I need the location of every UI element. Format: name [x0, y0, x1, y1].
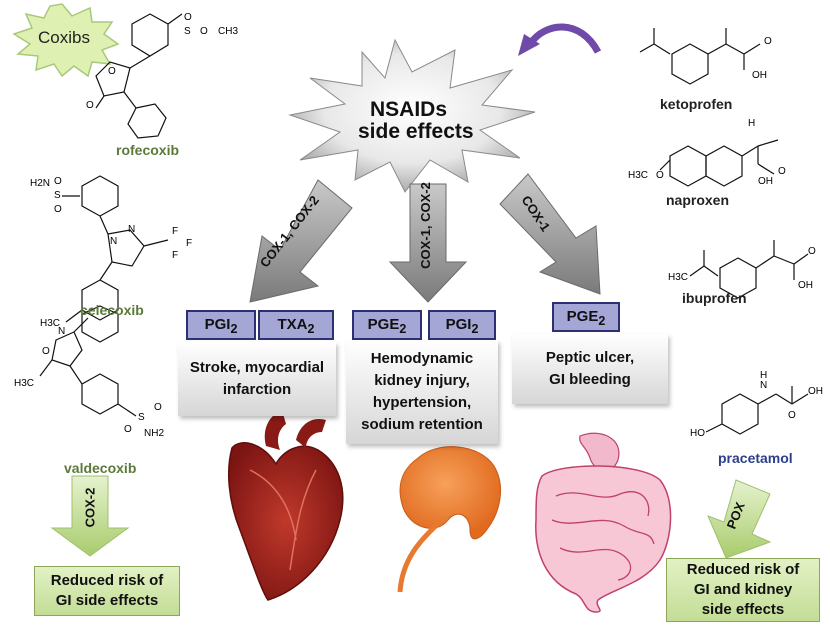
reduced-risk-paracetamol-line3: side effects: [701, 601, 785, 618]
reduced-risk-coxibs-line1: Reduced risk of: [50, 572, 164, 589]
arrow-coxib-green: [50, 475, 130, 557]
reduced-risk-paracetamol-line1: Reduced risk of: [686, 561, 800, 578]
naproxen-atom-oh: OH: [758, 176, 773, 187]
reduced-risk-coxibs: Reduced risk of GI side effects: [34, 566, 180, 616]
center-title-line1: NSAIDs: [370, 98, 448, 121]
celecoxib-atom-o1: O: [54, 176, 62, 187]
effect-gi-line1: Peptic ulcer,: [545, 349, 635, 366]
effect-cardiovascular-line1: Stroke, myocardial: [189, 359, 325, 376]
nsaids-starburst: [288, 38, 536, 193]
arrow-middle-label: COX-1, COX-2: [417, 182, 433, 269]
arrow-right-cox: [499, 173, 601, 295]
celecoxib-atom-h3c: H3C: [40, 318, 61, 329]
rofecoxib-atom-o1: O: [184, 12, 192, 23]
drug-naproxen: naproxen: [666, 192, 730, 208]
ibuprofen-structure: [689, 240, 809, 299]
pracetamol-atom-n: N: [760, 380, 768, 391]
celecoxib-atom-f2: F: [186, 238, 193, 249]
pracetamol-atom-oh: OH: [808, 386, 823, 397]
drug-celecoxib: celecoxib: [80, 302, 144, 318]
mediator-txa2-left: TXA2: [258, 310, 334, 340]
reduced-risk-coxibs-line2: GI side effects: [55, 592, 159, 609]
rofecoxib-atom-o2: O: [200, 26, 208, 37]
valdecoxib-atom-o2: O: [124, 424, 132, 435]
pracetamol-structure: [705, 386, 809, 435]
mediator-pge2-right: PGE2: [552, 302, 620, 332]
heart-illustration: [228, 410, 344, 601]
effect-kidney-line4: sodium retention: [361, 416, 483, 433]
reduced-risk-paracetamol-line2: GI and kidney: [693, 581, 793, 598]
valdecoxib-atom-h3c: H3C: [14, 378, 35, 389]
ibuprofen-atom-oh: OH: [798, 280, 813, 291]
celecoxib-atom-s: S: [54, 190, 61, 201]
ibuprofen-atom-h3c: H3C: [668, 272, 689, 283]
celecoxib-atom-f3: F: [172, 250, 179, 261]
effect-gastrointestinal: Peptic ulcer, GI bleeding: [512, 334, 668, 404]
rofecoxib-atom-o3: O: [108, 66, 116, 77]
kidney-illustration: [397, 446, 501, 593]
coxibs-label: Coxibs: [38, 28, 90, 47]
pracetamol-atom-ho: HO: [690, 428, 705, 439]
intestine-illustration: [535, 432, 672, 613]
valdecoxib-atom-o1: O: [154, 402, 162, 413]
drug-rofecoxib: rofecoxib: [116, 142, 180, 158]
valdecoxib-atom-s: S: [138, 412, 145, 423]
effect-cardiovascular-line2: infarction: [222, 381, 292, 398]
naproxen-structure: [659, 139, 779, 187]
celecoxib-atom-h2n: H2N: [30, 178, 51, 189]
effect-kidney-line2: kidney injury,: [374, 372, 470, 389]
valdecoxib-structure: [39, 305, 137, 417]
valdecoxib-atom-o: O: [42, 346, 50, 357]
effect-kidney-line1: Hemodynamic: [370, 350, 474, 367]
naproxen-atom-h: H: [748, 118, 756, 129]
mediator-pgi2-left: PGI2: [186, 310, 256, 340]
pracetamol-atom-h: H: [760, 370, 768, 381]
arrow-middle-cox: [388, 183, 468, 303]
effect-cardiovascular: Stroke, myocardial infarction: [178, 342, 336, 416]
naproxen-atom-o2: O: [778, 166, 786, 177]
celecoxib-structure: [62, 175, 169, 323]
valdecoxib-atom-n: N: [58, 326, 66, 337]
effect-kidney-line3: hypertension,: [372, 394, 472, 411]
drug-valdecoxib: valdecoxib: [64, 460, 137, 476]
purple-curved-arrow: [527, 23, 602, 54]
mediator-pge2-middle: PGE2: [352, 310, 422, 340]
pracetamol-atom-o: O: [788, 410, 796, 421]
rofecoxib-structure: [95, 13, 183, 139]
arrow-pox-green: [707, 479, 772, 559]
arrow-left-cox: [249, 179, 353, 303]
rofecoxib-atom-ch3: CH3: [218, 26, 239, 37]
drug-pracetamol: pracetamol: [718, 450, 793, 466]
drug-ketoprofen: ketoprofen: [660, 96, 733, 112]
ketoprofen-structure: [639, 28, 761, 85]
mediator-pgi2-middle: PGI2: [428, 310, 496, 340]
celecoxib-atom-f1: F: [172, 226, 179, 237]
naproxen-atom-o: O: [656, 170, 664, 181]
coxibs-starburst: [12, 3, 120, 78]
drug-ibuprofen: ibuprofen: [682, 290, 747, 306]
naproxen-atom-h3c: H3C: [628, 170, 649, 181]
ketoprofen-atom-o: O: [764, 36, 772, 47]
arrow-coxib-label: COX-2: [82, 487, 98, 528]
rofecoxib-atom-s: S: [184, 26, 191, 37]
reduced-risk-paracetamol: Reduced risk of GI and kidney side effec…: [666, 558, 820, 622]
valdecoxib-atom-nh2: NH2: [144, 428, 165, 439]
ibuprofen-atom-o: O: [808, 246, 816, 257]
center-title-line2: side effects: [358, 120, 474, 143]
purple-arrow-head: [518, 34, 540, 56]
rofecoxib-atom-o4: O: [86, 100, 94, 111]
effect-kidney: Hemodynamic kidney injury, hypertension,…: [346, 340, 498, 444]
ketoprofen-atom-oh: OH: [752, 70, 767, 81]
celecoxib-atom-o2: O: [54, 204, 62, 215]
celecoxib-atom-n2: N: [128, 224, 136, 235]
celecoxib-atom-n1: N: [110, 236, 118, 247]
effect-gi-line2: GI bleeding: [549, 371, 631, 388]
